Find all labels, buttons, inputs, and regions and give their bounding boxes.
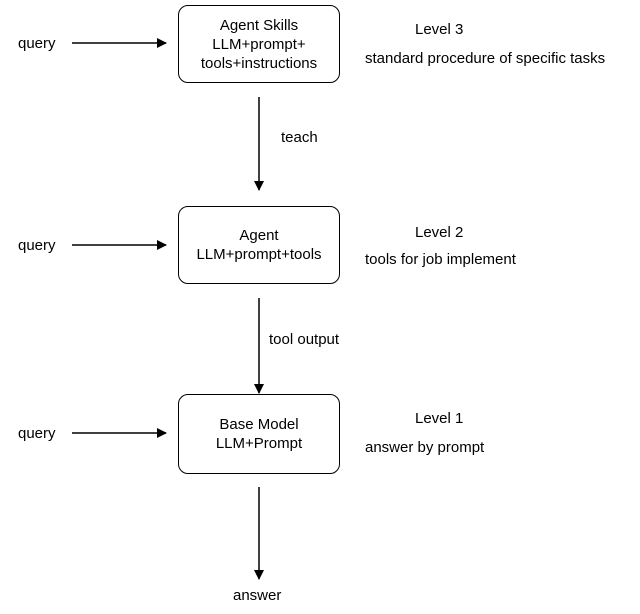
query-label-agent: query xyxy=(18,237,56,254)
agent-title: Agent xyxy=(239,227,279,244)
agent-skills-box: Agent Skills LLM+prompt+ tools+instructi… xyxy=(178,5,340,83)
level-1-description: answer by prompt xyxy=(365,439,485,456)
level-2-title: Level 2 xyxy=(415,224,464,241)
level-1-title: Level 1 xyxy=(415,410,464,427)
level-3-title: Level 3 xyxy=(415,21,464,38)
agent-skills-line2: LLM+prompt+ xyxy=(212,35,306,53)
agent-line2: LLM+prompt+tools xyxy=(196,246,322,263)
query-label-skills: query xyxy=(18,35,56,52)
level-2-description: tools for job implement xyxy=(365,251,516,268)
agent-box: Agent LLM+prompt+tools xyxy=(178,206,340,284)
tool-output-label: tool output xyxy=(269,331,340,348)
answer-label: answer xyxy=(233,587,282,604)
base-model-box: Base Model LLM+Prompt xyxy=(178,394,340,474)
query-label-base: query xyxy=(18,425,56,442)
base-model-line2: LLM+Prompt xyxy=(215,435,303,452)
teach-label: teach xyxy=(281,129,318,146)
level-3-description: standard procedure of specific tasks xyxy=(365,50,606,67)
agent-skills-title: Agent Skills xyxy=(219,16,299,34)
base-model-title: Base Model xyxy=(219,416,299,433)
agent-skills-line3: tools+instructions xyxy=(200,54,318,72)
